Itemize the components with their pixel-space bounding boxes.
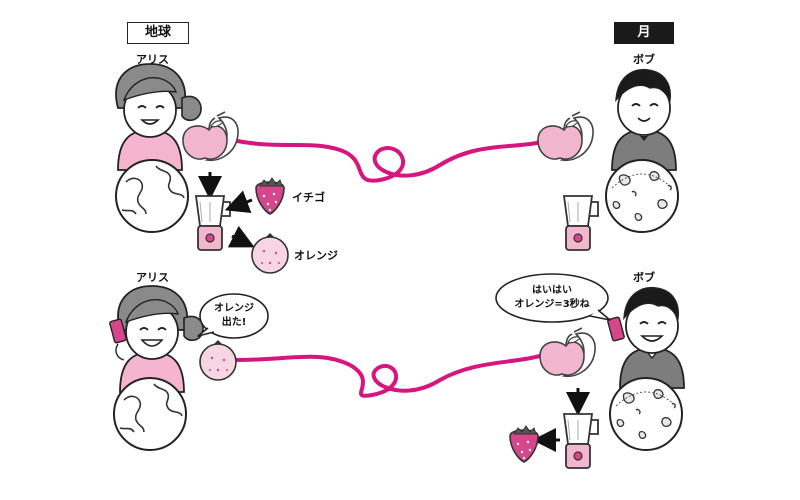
- alice-top-figure: [115, 63, 202, 233]
- phone-icon: [109, 318, 127, 361]
- moon-label: 月: [614, 22, 674, 44]
- speech-bubble-icon: [495, 273, 611, 323]
- orange-icon: [199, 339, 237, 381]
- strawberry-icon: [255, 177, 285, 215]
- alice-bubble-text: オレンジ 出た!: [204, 302, 264, 330]
- orange-label: オレンジ: [294, 249, 338, 262]
- earth-globe-icon: [115, 159, 189, 233]
- alice-name-top: アリス: [136, 53, 169, 66]
- person-icon: [619, 286, 685, 389]
- speech-bubble-icon: [197, 293, 269, 339]
- bob-name-bottom: ボブ: [633, 271, 655, 284]
- person-icon: [117, 285, 204, 393]
- moon-icon: [609, 377, 683, 451]
- bob-bubble-text: はいはい オレンジ=3秒ね: [502, 284, 602, 312]
- blender-icon: [563, 413, 599, 469]
- alice-bottom-figure: [109, 285, 204, 451]
- alice-name-bottom: アリス: [136, 271, 169, 284]
- apple-banana-icon: [539, 327, 596, 378]
- earth-label: 地球: [127, 22, 189, 44]
- entangled-cable-bottom: [234, 350, 554, 398]
- moon-icon: [605, 159, 679, 233]
- blender-icon: [195, 195, 231, 251]
- bob-top-figure: [605, 68, 679, 233]
- earth-globe-icon: [113, 377, 187, 451]
- strawberry-icon: [509, 425, 539, 463]
- arrow-icon: [224, 190, 253, 214]
- person-icon: [115, 63, 202, 171]
- person-icon: [611, 68, 677, 171]
- blender-icon: [563, 195, 599, 251]
- alice-bubble-line2: 出た!: [221, 317, 247, 328]
- bob-bubble-line1: はいはい: [532, 285, 572, 296]
- apple-banana-icon: [537, 111, 594, 162]
- alice-bubble-line1: オレンジ: [214, 303, 254, 314]
- orange-icon: [251, 232, 289, 274]
- phone-icon: [607, 316, 625, 342]
- bob-bottom-figure: [607, 286, 685, 451]
- arrow-icon: [227, 225, 255, 248]
- entangled-cable-top: [230, 138, 550, 183]
- strawberry-label: イチゴ: [292, 191, 325, 204]
- bob-bubble-line2: オレンジ=3秒ね: [514, 299, 590, 310]
- bob-name-top: ボブ: [633, 53, 655, 66]
